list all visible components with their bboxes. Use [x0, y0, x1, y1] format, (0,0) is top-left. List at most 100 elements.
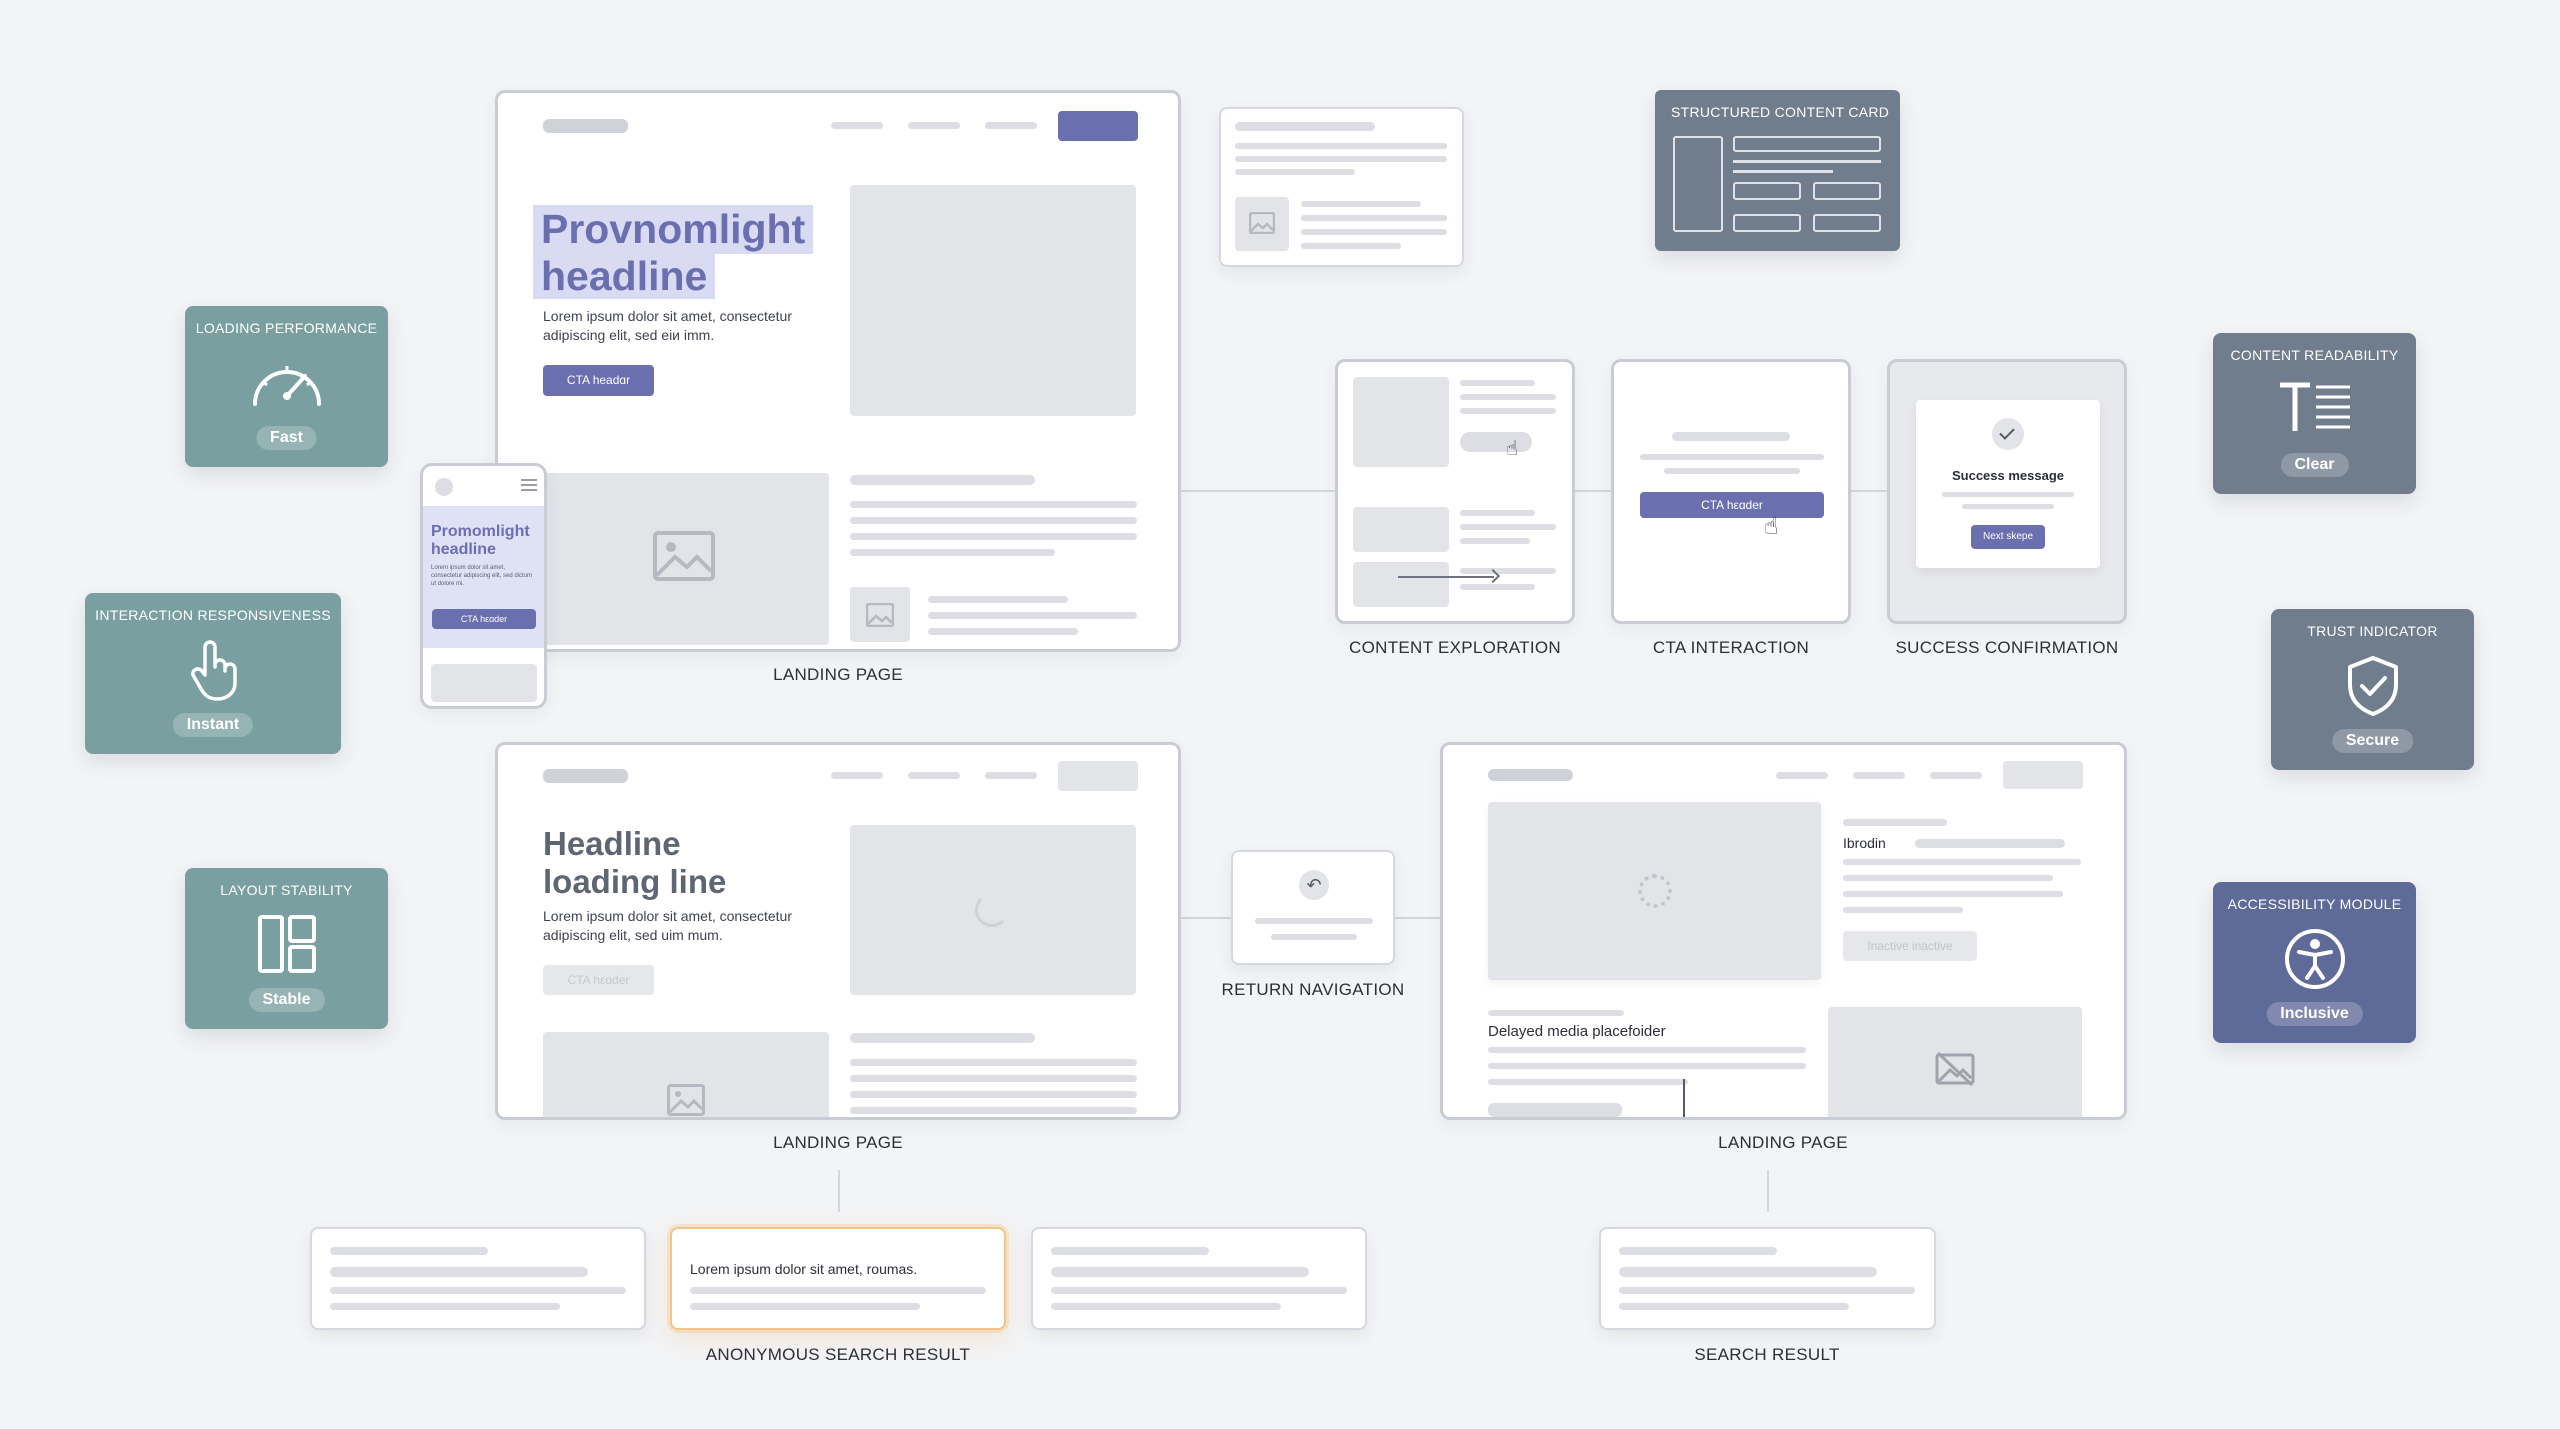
metric-badge: Fast — [256, 426, 317, 450]
nav-link[interactable] — [985, 122, 1037, 129]
metric-badge: Clear — [2280, 453, 2349, 477]
search-result-card[interactable] — [1031, 1227, 1367, 1330]
loading-body-line-2: adipiscing elit, sed uim mum. — [543, 927, 723, 943]
metric-interaction-responsiveness: INTERACTION RESPONSIVENESS Instant — [85, 593, 341, 754]
nav-link[interactable] — [908, 122, 960, 129]
text-line — [690, 1303, 920, 1310]
return-navigation-card: ↶ — [1231, 850, 1395, 965]
text-line — [850, 1033, 1035, 1043]
text-line — [850, 1075, 1137, 1082]
loading-cta-button[interactable]: CTA hεɑder — [543, 965, 654, 995]
layout-grid-icon — [257, 915, 316, 973]
nav-cta-button[interactable] — [1058, 761, 1138, 791]
search-result-card[interactable] — [310, 1227, 646, 1330]
text-line — [1962, 504, 2054, 509]
mobile-headline: Promomlight headline — [431, 523, 530, 559]
text-lines-icon — [2279, 382, 2350, 431]
success-modal: Success message Next skepe — [1916, 400, 2100, 568]
structured-content-card: STRUCTURED CONTENT CARD — [1655, 90, 1900, 251]
connector-landing-to-exploration — [1180, 490, 1337, 492]
next-step-button[interactable]: Next skepe — [1971, 525, 2045, 549]
connector-delayed-to-search — [1767, 1170, 1769, 1212]
logo-placeholder — [543, 769, 628, 783]
text-line — [1301, 243, 1401, 249]
feature-image-placeholder — [543, 473, 829, 645]
text-line — [850, 1059, 1137, 1066]
headline-line-2: headline — [533, 254, 716, 299]
check-circle-icon — [1992, 418, 2024, 450]
text-line — [330, 1247, 488, 1255]
search-result-card[interactable] — [1599, 1227, 1936, 1330]
nav-link[interactable] — [908, 772, 960, 779]
nav-link[interactable] — [1853, 772, 1905, 779]
nav-link[interactable] — [1776, 772, 1828, 779]
undo-arrow-icon[interactable]: ↶ — [1299, 870, 1329, 900]
metric-content-readability: CONTENT READABILITY Clear — [2213, 333, 2416, 494]
content-exploration-frame: ☝ — [1335, 359, 1575, 624]
structured-card-cell — [1813, 214, 1881, 232]
inactive-button[interactable]: Inactive inactive — [1843, 931, 1977, 961]
speedometer-icon — [252, 366, 321, 406]
text-line — [850, 1107, 1137, 1114]
logo-placeholder — [543, 119, 628, 133]
text-line — [1235, 122, 1375, 131]
text-line — [850, 533, 1137, 540]
text-line — [1672, 432, 1790, 441]
mobile-body: Lorem ipsum dolor sit amet, consectetur … — [431, 565, 533, 587]
accessibility-icon — [2284, 929, 2345, 989]
pointer-cursor-icon: ☝ — [1764, 513, 1779, 540]
feature-image-placeholder — [543, 1032, 829, 1117]
text-line — [1619, 1287, 1915, 1294]
connector-return-to-delayed — [1394, 917, 1442, 919]
loading-body: Lorem ipsum dolor sit amet, consectetur … — [543, 907, 792, 945]
text-line — [850, 475, 1035, 485]
text-line — [1460, 568, 1556, 574]
nav-link[interactable] — [985, 772, 1037, 779]
hero-image-placeholder — [850, 185, 1136, 416]
text-line — [1235, 143, 1447, 149]
structured-card-cell — [1733, 214, 1801, 232]
text-line — [1460, 408, 1556, 414]
text-line — [1843, 859, 2081, 865]
nav-cta-button[interactable] — [1058, 111, 1138, 141]
headline-line-1: Provnomlight — [533, 205, 814, 254]
media-loading-placeholder — [1488, 802, 1821, 980]
broken-image-placeholder — [1828, 1007, 2082, 1117]
hero-cta-button[interactable]: CTA headɑr — [543, 365, 654, 396]
metric-layout-stability: LAYOUT STABILITY Stable — [185, 868, 388, 1029]
landing-page-delayed: Ιbrodin Inactive inactive Delayed media … — [1440, 742, 2127, 1120]
text-line — [850, 501, 1137, 508]
text-line — [1640, 454, 1824, 460]
structured-card-line — [1733, 160, 1881, 163]
thumbnail-placeholder — [850, 587, 910, 642]
mobile-footer-placeholder — [431, 664, 537, 702]
nav-link[interactable] — [831, 772, 883, 779]
text-line — [850, 517, 1137, 524]
nav-link[interactable] — [1930, 772, 1982, 779]
hamburger-menu-icon[interactable] — [521, 479, 537, 491]
content-snippet-card — [1219, 107, 1464, 267]
text-line — [850, 549, 1055, 556]
exploration-toggle[interactable] — [1460, 432, 1532, 452]
nav-cta-button[interactable] — [2003, 761, 2083, 789]
text-line — [330, 1287, 626, 1294]
mobile-headline-line-1: Promomlight — [431, 523, 530, 540]
text-line — [1051, 1287, 1347, 1294]
metric-badge: Inclusive — [2266, 1002, 2363, 1026]
landing-page-delayed-caption: LANDING PAGE — [1718, 1133, 1848, 1152]
structured-card-title: STRUCTURED CONTENT CARD — [1671, 104, 1890, 120]
mobile-cta-button[interactable]: CTA hεɑder — [432, 609, 536, 629]
text-line — [1915, 839, 2065, 848]
scroll-arrow-icon — [1398, 568, 1501, 584]
metric-badge: Secure — [2331, 729, 2414, 753]
anonymous-search-result-card[interactable]: Lorem ipsum dolor sit amet, roumas. — [670, 1227, 1006, 1330]
cta-interaction-button[interactable]: CTA hεɑder — [1640, 492, 1824, 518]
text-line — [1235, 169, 1355, 175]
detail-label: Ιbrodin — [1843, 835, 1886, 851]
text-line — [1843, 875, 2053, 881]
image-icon — [866, 603, 894, 627]
image-off-icon — [1935, 1051, 1975, 1087]
nav-link[interactable] — [831, 122, 883, 129]
snippet-thumbnail — [1235, 197, 1289, 251]
anonymous-search-result-caption: ANONYMOUS SEARCH RESULT — [705, 1345, 971, 1364]
